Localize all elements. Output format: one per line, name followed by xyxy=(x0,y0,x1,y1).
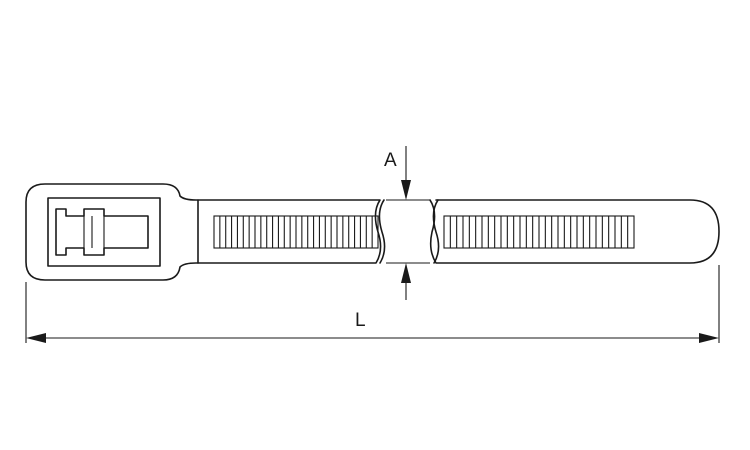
strap-right xyxy=(429,199,720,264)
teeth-right xyxy=(449,216,629,248)
dimension-l: L xyxy=(25,265,720,343)
teeth-left xyxy=(219,216,373,248)
dim-l-arrow-left xyxy=(26,333,46,343)
dim-a-arrow-top xyxy=(401,180,411,200)
dimension-a: A xyxy=(384,146,430,300)
dim-a-label: A xyxy=(384,150,397,171)
dim-l-label: L xyxy=(355,310,366,331)
break-line-right xyxy=(432,199,440,264)
locking-pawl xyxy=(55,208,149,256)
dim-l-arrow-right xyxy=(699,333,719,343)
tie-head-window xyxy=(47,197,161,267)
pawl-detail xyxy=(83,216,105,248)
break-line-left xyxy=(378,199,386,264)
tie-head-outline xyxy=(25,183,199,281)
dim-a-arrow-bottom xyxy=(401,263,411,283)
